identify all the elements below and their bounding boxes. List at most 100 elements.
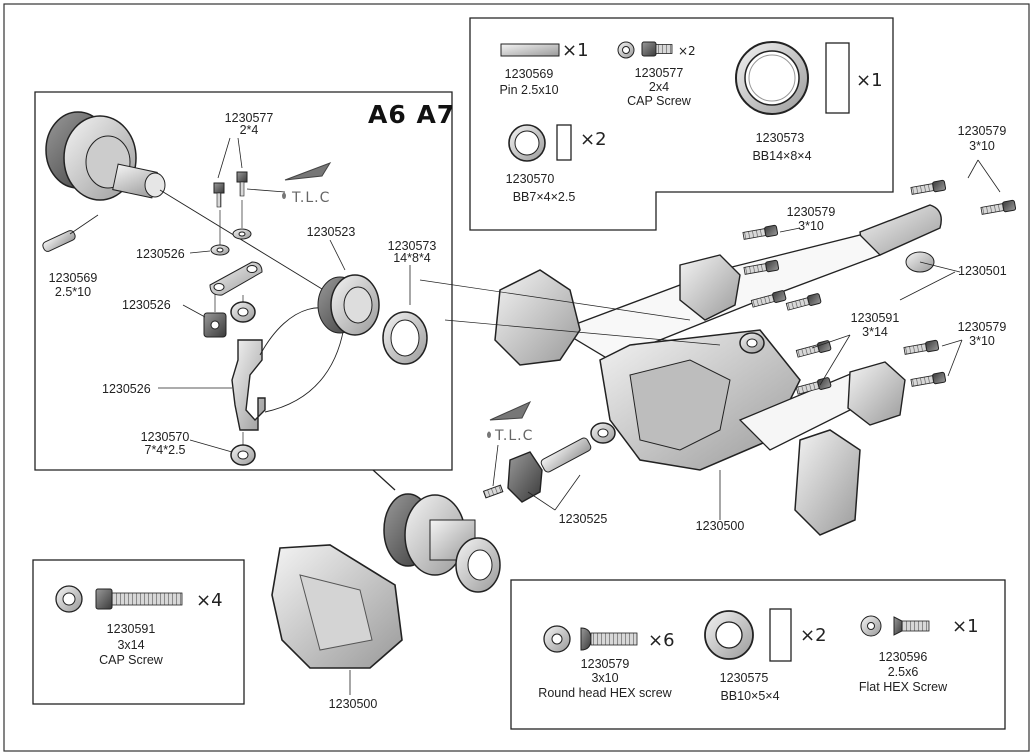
pin-detail — [42, 230, 76, 252]
outer-frame — [3, 3, 1030, 752]
spec-1230577: 2*4 — [239, 123, 259, 137]
desc-1230570: BB7×4×2.5 — [512, 190, 576, 204]
label-1230579-mid: 1230579 — [786, 205, 836, 219]
washer-1230579-icon — [543, 625, 571, 653]
label-1230523: 1230523 — [306, 225, 356, 239]
round-head-screw-icon — [580, 627, 638, 651]
desc-1230596-box: 2.5x6 — [887, 665, 919, 679]
parts-frame-bottom — [510, 579, 1006, 730]
desc2-1230591-box: CAP Screw — [99, 653, 163, 667]
spec-1230579-top: 3*10 — [969, 139, 995, 153]
part-1230573: 1230573 — [755, 131, 805, 145]
desc-1230575-box: BB10×5×4 — [720, 689, 780, 703]
bearing-large-side — [825, 42, 850, 114]
qty-pin: ×1 — [562, 40, 589, 61]
label-1230500-b: 1230500 — [328, 697, 378, 711]
bearing-large-icon — [735, 41, 809, 115]
washer-icon — [617, 41, 635, 59]
spec-1230579-mid: 3*10 — [798, 219, 824, 233]
washer-1230596-icon — [860, 615, 882, 637]
spec-1230569: 2.5*10 — [54, 285, 92, 299]
desc-1230573: BB14×8×4 — [752, 149, 812, 163]
bearing-large-detail — [382, 311, 428, 365]
desc-1230591-box: 3x14 — [117, 638, 145, 652]
knuckle-left — [494, 269, 581, 366]
desc-1230579-box: 3x10 — [591, 671, 619, 685]
step-label: A6 A7 — [368, 100, 456, 129]
bearing-1230575-side — [769, 608, 792, 662]
washer-1230591-icon — [55, 585, 83, 613]
label-1230579-top: 1230579 — [957, 124, 1007, 138]
spec-1230573: 14*8*4 — [393, 251, 431, 265]
qty-bearing-large: ×1 — [856, 70, 883, 91]
pinion-shaft — [540, 437, 592, 473]
bearing-small-side — [556, 124, 572, 161]
qty-1230596: ×1 — [952, 616, 979, 637]
label-1230525: 1230525 — [558, 512, 608, 526]
detail-frame — [34, 91, 453, 471]
nut-detail — [203, 312, 227, 338]
screw-mid-1 — [742, 224, 779, 242]
screw-right-2 — [910, 371, 947, 389]
label-1230569: 1230569 — [48, 271, 98, 285]
diff-assembly — [383, 493, 501, 593]
link-mount-upper — [679, 254, 741, 321]
label-1230501: 1230501 — [958, 264, 1007, 278]
qty-cap-screw: ×2 — [678, 44, 696, 58]
spec-1230591: 3*14 — [862, 325, 888, 339]
flat-hex-screw-icon — [893, 616, 930, 636]
pinion-gear — [507, 451, 543, 503]
label-1230500-a: 1230500 — [695, 519, 745, 533]
flat-hex-screw — [482, 484, 504, 499]
part-1230596-box: 1230596 — [878, 650, 928, 664]
label-1230579-right: 1230579 — [957, 320, 1007, 334]
label-1230591: 1230591 — [850, 311, 900, 325]
link-mount-lower — [847, 361, 906, 426]
label-1230526-a: 1230526 — [136, 247, 185, 261]
cap-screw-icon — [641, 41, 673, 57]
screw-mid-4 — [785, 292, 822, 313]
bearing-small-icon — [508, 124, 546, 162]
part-1230577: 1230577 — [634, 66, 684, 80]
part-1230570: 1230570 — [505, 172, 555, 186]
pin-icon — [500, 43, 560, 57]
bearing-detail-b — [230, 444, 256, 466]
knuckle-right — [794, 429, 861, 536]
diff-gear-detail — [45, 111, 166, 201]
part-1230575-box: 1230575 — [719, 671, 769, 685]
part-1230579-box: 1230579 — [580, 657, 630, 671]
bearing-detail-a — [230, 301, 256, 323]
label-1230526-c: 1230526 — [102, 382, 151, 396]
label-1230573: 1230573 — [387, 239, 437, 253]
desc2-1230596-box: Flat HEX Screw — [858, 680, 948, 694]
diff-cover — [271, 544, 403, 669]
diff-carrier-detail — [317, 274, 380, 336]
label-1230526-b: 1230526 — [122, 298, 171, 312]
tlc-label-main: T.L.C — [495, 428, 534, 444]
qty-1230579: ×6 — [648, 630, 675, 651]
qty-1230591: ×4 — [196, 590, 223, 611]
cap-screw-1230591-icon — [95, 588, 183, 610]
link-plate-detail — [209, 261, 263, 296]
desc2-1230579-box: Round head HEX screw — [538, 686, 672, 700]
screw-right-1 — [903, 339, 940, 357]
bearing-main-b — [590, 422, 616, 444]
cap-screws-detail — [213, 171, 248, 208]
part-1230569: 1230569 — [504, 67, 554, 81]
tlc-label: T.L.C — [292, 190, 331, 206]
screw-1230579-a — [910, 179, 947, 197]
label-1230570: 1230570 — [140, 430, 190, 444]
qty-bearing-small: ×2 — [580, 129, 607, 150]
spec-1230570: 7*4*2.5 — [144, 443, 186, 457]
parts-frame-top — [469, 17, 894, 231]
desc-1230569: Pin 2.5x10 — [499, 83, 559, 97]
desc-1230577: 2x4 — [648, 80, 670, 94]
qty-1230575: ×2 — [800, 625, 827, 646]
upper-link-arm — [859, 204, 942, 273]
tlc-grease-icon-main — [487, 400, 532, 438]
screw-1230579-b — [980, 199, 1017, 217]
parts-frame-left — [32, 559, 245, 705]
bearing-main-a — [739, 332, 765, 354]
